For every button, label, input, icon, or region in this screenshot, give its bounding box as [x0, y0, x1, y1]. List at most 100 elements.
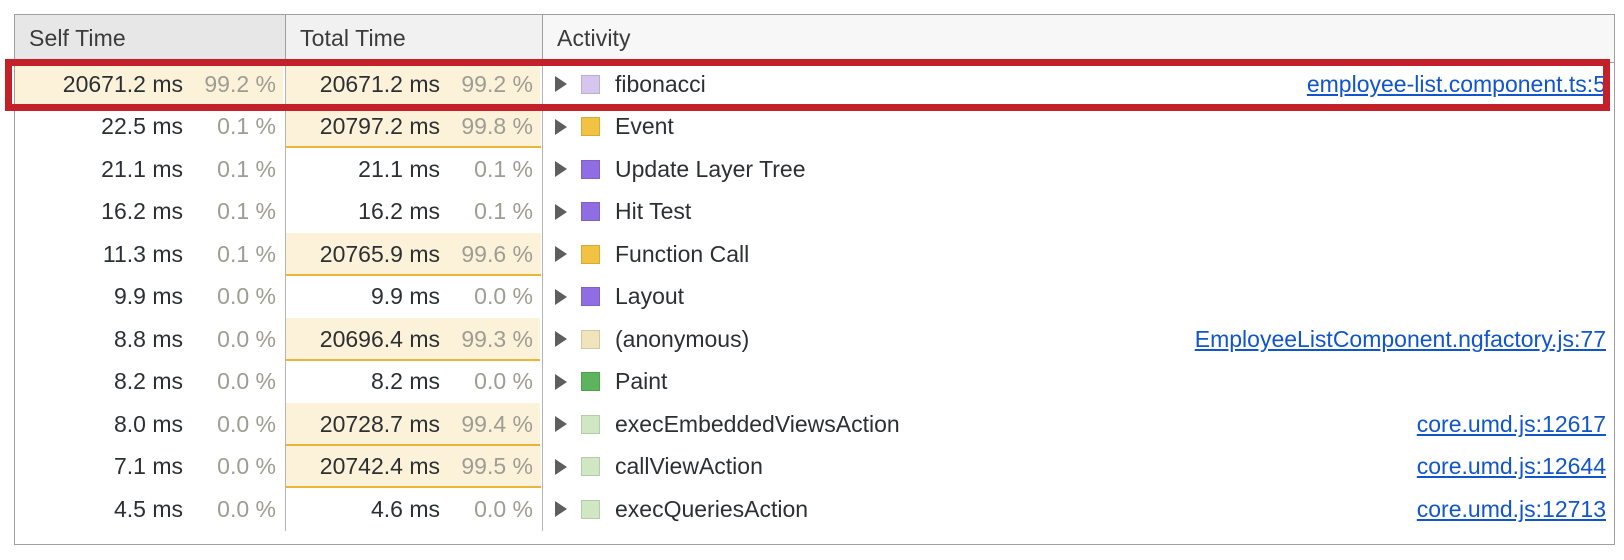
self-time-ms: 9.9 ms [113, 283, 183, 310]
expand-triangle-icon[interactable] [555, 118, 567, 135]
self-time-percent: 0.1 % [217, 113, 276, 140]
source-location-link[interactable]: employee-list.component.ts:5 [1306, 70, 1606, 97]
total-time-values: 21.1 ms 0.1 % [286, 148, 542, 191]
cell-activity: Update Layer Tree [543, 148, 1614, 191]
self-time-ms: 22.5 ms [101, 113, 183, 140]
self-time-ms: 8.0 ms [113, 410, 183, 437]
total-time-percent: 0.0 % [474, 283, 533, 310]
total-time-percent: 99.8 % [461, 113, 533, 140]
category-color-swatch-icon [581, 457, 600, 477]
column-header-self-time[interactable]: Self Time [15, 15, 286, 62]
total-time-percent: 99.3 % [461, 325, 533, 352]
total-time-ms: 20671.2 ms [319, 70, 440, 97]
self-time-ms: 8.2 ms [113, 368, 183, 395]
cell-self-time: 9.9 ms 0.0 % [15, 275, 286, 318]
activity-name: Layout [615, 283, 685, 310]
column-header-total-time[interactable]: Total Time [286, 15, 543, 62]
self-time-percent: 0.0 % [217, 495, 276, 522]
expand-triangle-icon[interactable] [555, 161, 567, 178]
self-time-values: 22.5 ms 0.1 % [15, 106, 285, 149]
cell-self-time: 4.5 ms 0.0 % [15, 488, 286, 531]
category-color-swatch-icon [581, 287, 600, 307]
self-time-values: 8.2 ms 0.0 % [15, 361, 285, 404]
table-row[interactable]: 9.9 ms 0.0 % 9.9 ms 0.0 % Layout [15, 275, 1614, 319]
column-header-total-time-label: Total Time [300, 25, 406, 51]
self-time-ms: 16.2 ms [101, 198, 183, 225]
self-time-percent: 0.1 % [217, 155, 276, 182]
expand-triangle-icon[interactable] [555, 246, 567, 263]
cell-activity: Function Call [543, 233, 1614, 276]
total-time-ms: 9.9 ms [370, 283, 440, 310]
self-time-values: 4.5 ms 0.0 % [15, 488, 285, 531]
source-location-link[interactable]: EmployeeListComponent.ngfactory.js:77 [1194, 325, 1606, 352]
activity-name: Paint [615, 368, 668, 395]
activity-name: Function Call [615, 240, 750, 267]
cell-total-time: 20728.7 ms 99.4 % [286, 403, 543, 446]
expand-triangle-icon[interactable] [555, 373, 567, 390]
expand-triangle-icon[interactable] [555, 416, 567, 433]
activity-name: callViewAction [615, 453, 763, 480]
total-time-values: 4.6 ms 0.0 % [286, 488, 542, 531]
self-time-percent: 0.0 % [217, 368, 276, 395]
source-location-link[interactable]: core.umd.js:12644 [1416, 453, 1606, 480]
column-header-activity[interactable]: Activity [543, 15, 1614, 62]
total-time-bar [286, 105, 542, 148]
total-time-ms: 20765.9 ms [319, 240, 440, 267]
expand-triangle-icon[interactable] [555, 76, 567, 93]
expand-triangle-icon[interactable] [555, 288, 567, 305]
total-time-ms: 20742.4 ms [319, 453, 440, 480]
activity-name: Update Layer Tree [615, 155, 806, 182]
cell-activity: Paint [543, 361, 1614, 404]
column-header-activity-label: Activity [557, 25, 631, 51]
total-time-percent: 0.1 % [474, 155, 533, 182]
table-header-row: Self Time Total Time Activity [15, 15, 1614, 63]
total-time-ms: 20728.7 ms [319, 410, 440, 437]
cell-total-time: 21.1 ms 0.1 % [286, 148, 543, 191]
category-color-swatch-icon [581, 329, 600, 349]
expand-triangle-icon[interactable] [555, 458, 567, 475]
total-time-values: 9.9 ms 0.0 % [286, 276, 542, 319]
source-location-link[interactable]: core.umd.js:12617 [1416, 410, 1606, 437]
activity-name: (anonymous) [615, 325, 750, 352]
cell-activity: (anonymous) EmployeeListComponent.ngfacto… [543, 318, 1614, 361]
category-color-swatch-icon [581, 372, 600, 392]
total-time-ms: 4.6 ms [370, 495, 440, 522]
table-row[interactable]: 8.2 ms 0.0 %8.2 ms 0.0 % Paint [15, 360, 1614, 404]
total-time-percent: 99.4 % [461, 410, 533, 437]
self-time-ms: 4.5 ms [113, 495, 183, 522]
self-time-percent: 0.0 % [217, 283, 276, 310]
total-time-bar [286, 403, 541, 446]
source-location-link[interactable]: core.umd.js:12713 [1416, 495, 1606, 522]
cell-activity: Layout [543, 276, 1614, 319]
expand-triangle-icon[interactable] [555, 501, 567, 518]
total-time-percent: 0.0 % [474, 495, 533, 522]
expand-triangle-icon[interactable] [555, 203, 567, 220]
self-time-percent: 99.2 % [204, 70, 276, 97]
total-time-ms: 21.1 ms [358, 155, 440, 182]
expand-triangle-icon[interactable] [555, 331, 567, 348]
